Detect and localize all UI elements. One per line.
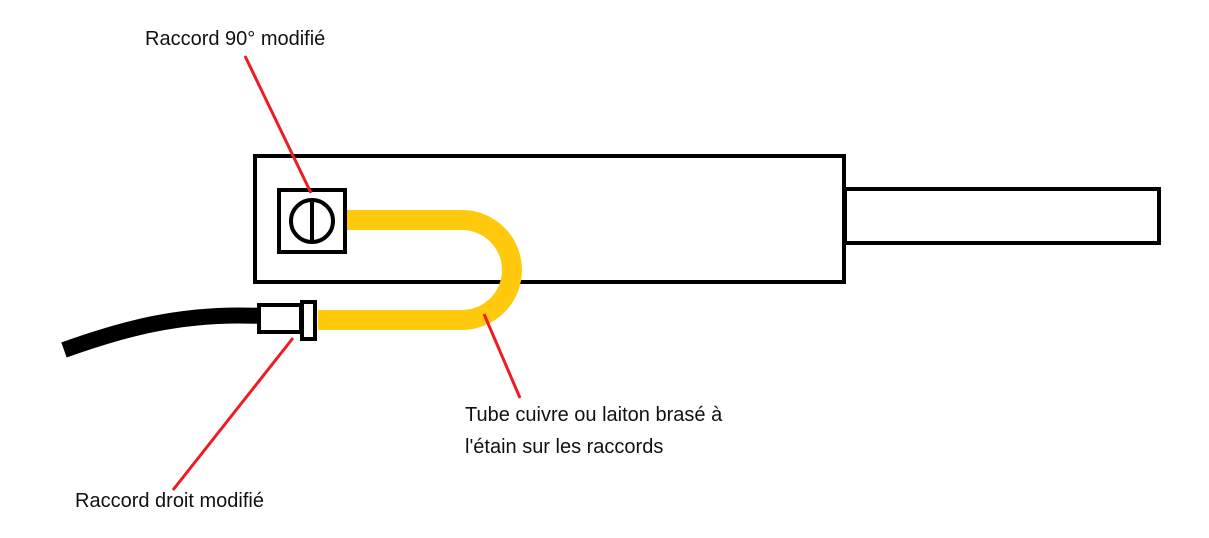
pointer-fitting-90: [243, 55, 313, 194]
fitting-straight-body: [257, 303, 303, 334]
label-fitting-straight: Raccord droit modifié: [75, 490, 264, 512]
label-tube-line1: Tube cuivre ou laiton brasé à: [465, 404, 723, 426]
fitting-straight-flange: [300, 300, 317, 341]
label-tube-line2: l'étain sur les raccords: [465, 436, 664, 458]
shaft: [843, 187, 1161, 245]
pointer-fitting-straight: [171, 337, 295, 491]
label-fitting-90: Raccord 90° modifié: [145, 28, 326, 50]
cable: [61, 307, 263, 358]
tube: [318, 210, 522, 330]
pointer-tube: [482, 313, 522, 399]
